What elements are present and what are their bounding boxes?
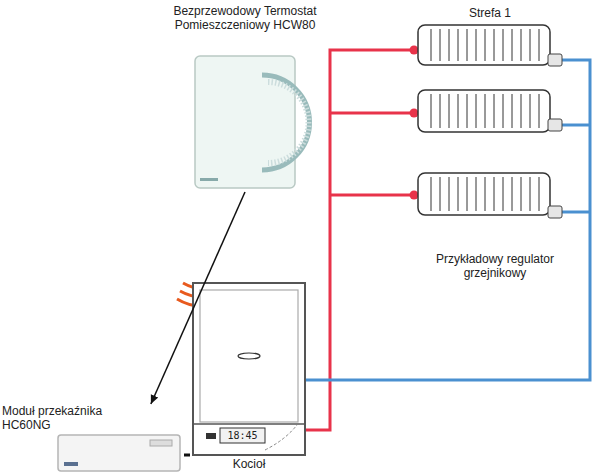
boiler-node: Kocioł 18:45 [190,282,308,473]
cable-link [184,454,190,457]
radiator [418,25,550,215]
relay-module [58,435,180,471]
device-label: Bezprzewodowy Termostat Pomieszczeniowy … [160,4,330,32]
boiler-unit [193,283,305,455]
zone-label: Strefa 1 [440,6,540,20]
device-label: Kocioł [190,457,308,471]
wireless-link [151,192,245,404]
relay-node: Moduł przekaźnika HC60NG [0,404,184,472]
supply-pipe [305,50,418,430]
thermostat-node: Bezprzewodowy Termostat Pomieszczeniowy … [160,4,330,192]
thermostat-device [195,56,310,188]
device-label: Moduł przekaźnika HC60NG [2,404,142,432]
callout-label: Przykładowy regulator grzejnikowy [420,252,570,280]
pipe-junction [410,46,419,200]
lcd-readout: 18:45 [221,429,264,442]
return-pipe [305,60,590,380]
radiator-valve [548,54,562,218]
